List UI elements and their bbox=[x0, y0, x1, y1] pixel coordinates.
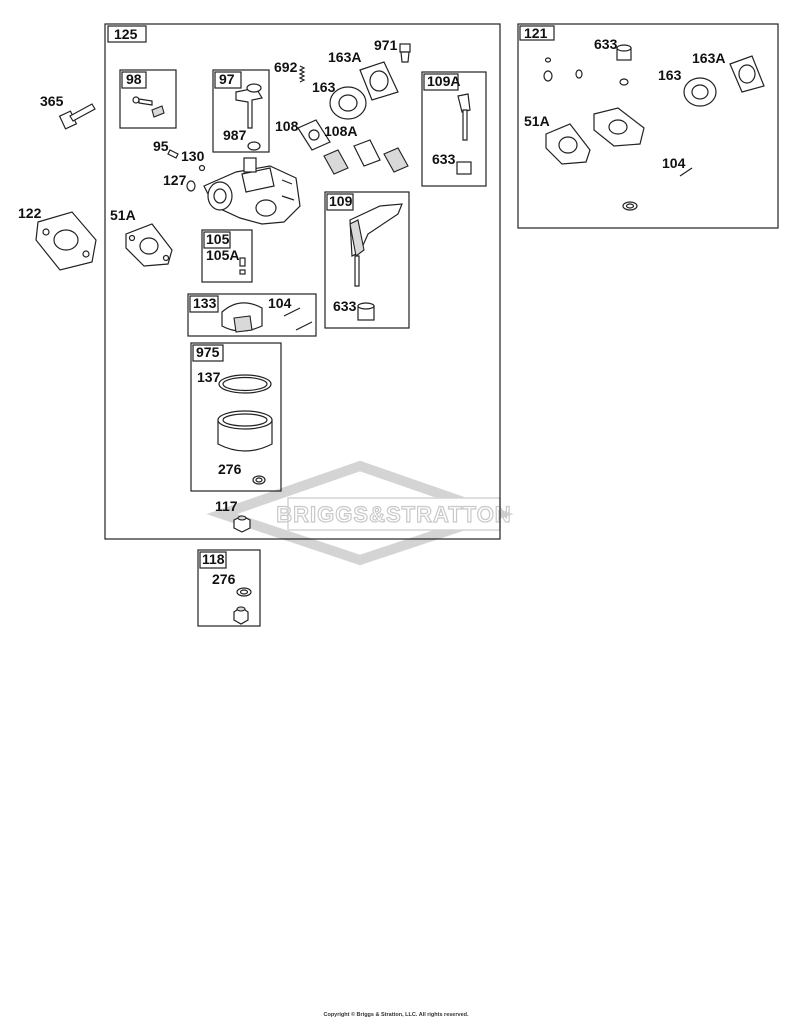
part-365-bolt bbox=[58, 103, 96, 130]
part-163a-gasket bbox=[359, 61, 399, 101]
label-987: 987 bbox=[223, 127, 247, 143]
part-121-163a-gasket bbox=[729, 55, 765, 93]
label-163a: 163A bbox=[328, 49, 361, 65]
watermark-text: BRIGGS&STRATTON bbox=[276, 502, 511, 527]
group-label-109a: 109A bbox=[427, 73, 460, 89]
label-365: 365 bbox=[40, 93, 64, 109]
part-121-51a-gasket bbox=[545, 123, 591, 165]
group-label-975: 975 bbox=[196, 344, 220, 360]
part-118-nut bbox=[233, 587, 252, 625]
label-r163a: 163A bbox=[692, 50, 725, 66]
label-r104: 104 bbox=[662, 155, 686, 171]
part-133-float bbox=[221, 302, 263, 333]
label-108a: 108A bbox=[324, 123, 357, 139]
group-box-121 bbox=[517, 23, 779, 229]
label-51a: 51A bbox=[110, 207, 136, 223]
group-label-118: 118 bbox=[202, 551, 225, 567]
group-box-105 bbox=[201, 229, 253, 283]
group-box-975 bbox=[190, 342, 282, 492]
part-163-gasket bbox=[329, 86, 367, 120]
label-117: 117 bbox=[215, 498, 238, 514]
part-127-oring bbox=[186, 180, 196, 192]
group-box-97 bbox=[212, 69, 270, 153]
label-137: 137 bbox=[197, 369, 221, 385]
group-label-125: 125 bbox=[114, 26, 138, 42]
part-97-throttle bbox=[235, 83, 263, 151]
part-108a-gaskets bbox=[323, 139, 409, 175]
label-163: 163 bbox=[312, 79, 336, 95]
part-130-washer bbox=[198, 164, 206, 172]
part-276-washer bbox=[252, 475, 266, 485]
part-121-clip bbox=[622, 201, 638, 211]
label-104: 104 bbox=[268, 295, 292, 311]
part-971-screw bbox=[399, 43, 411, 63]
label-276-a: 276 bbox=[218, 461, 242, 477]
label-122: 122 bbox=[18, 205, 42, 221]
group-label-105: 105 bbox=[206, 231, 230, 247]
part-95-fitting bbox=[167, 149, 179, 159]
part-121-163-gasket bbox=[683, 77, 717, 107]
label-95: 95 bbox=[153, 138, 169, 154]
label-633-a: 633 bbox=[432, 151, 456, 167]
part-121-bushing bbox=[616, 44, 632, 86]
part-51a-gasket bbox=[125, 223, 173, 267]
group-box-98 bbox=[119, 69, 177, 129]
part-121-104-pin bbox=[679, 167, 693, 177]
copyright-notice: Copyright © Briggs & Stratton, LLC. All … bbox=[323, 1012, 469, 1018]
part-98-screw bbox=[132, 96, 165, 118]
part-108-gasket bbox=[297, 119, 331, 151]
part-122-spacer bbox=[35, 211, 97, 271]
part-109a-lever bbox=[456, 93, 472, 175]
part-137-gasket bbox=[218, 374, 272, 394]
part-104-pin bbox=[283, 307, 313, 331]
group-label-97: 97 bbox=[219, 71, 235, 87]
group-label-98: 98 bbox=[126, 71, 142, 87]
label-r633: 633 bbox=[594, 36, 618, 52]
label-633-b: 633 bbox=[333, 298, 357, 314]
part-975-bowl bbox=[217, 410, 273, 452]
part-121-small-parts bbox=[543, 57, 583, 82]
part-121-spacer-gasket bbox=[593, 107, 645, 147]
label-r51a: 51A bbox=[524, 113, 550, 129]
label-692: 692 bbox=[274, 59, 298, 75]
group-label-109: 109 bbox=[329, 193, 353, 209]
part-109-choke bbox=[349, 203, 403, 321]
watermark-logo: BRIGGS&STRATTON bbox=[206, 460, 514, 566]
part-105a-jet bbox=[239, 257, 246, 275]
label-971: 971 bbox=[374, 37, 398, 53]
label-276-b: 276 bbox=[212, 571, 236, 587]
parts-diagram: BRIGGS&STRATTON 125 365 122 51A 98 97 bbox=[18, 23, 779, 627]
label-r163: 163 bbox=[658, 67, 682, 83]
label-130: 130 bbox=[181, 148, 205, 164]
label-105a: 105A bbox=[206, 247, 239, 263]
label-108: 108 bbox=[275, 118, 299, 134]
group-box-109 bbox=[324, 191, 410, 329]
group-box-133 bbox=[187, 293, 317, 337]
part-692-spring bbox=[298, 65, 306, 83]
part-carburetor-body bbox=[203, 157, 301, 225]
group-box-125 bbox=[104, 23, 501, 540]
group-label-133: 133 bbox=[193, 295, 217, 311]
group-box-118 bbox=[197, 549, 261, 627]
group-box-109a bbox=[421, 71, 487, 187]
part-117-bowl-nut bbox=[233, 515, 251, 533]
label-127: 127 bbox=[163, 172, 187, 188]
group-label-121: 121 bbox=[524, 25, 548, 41]
